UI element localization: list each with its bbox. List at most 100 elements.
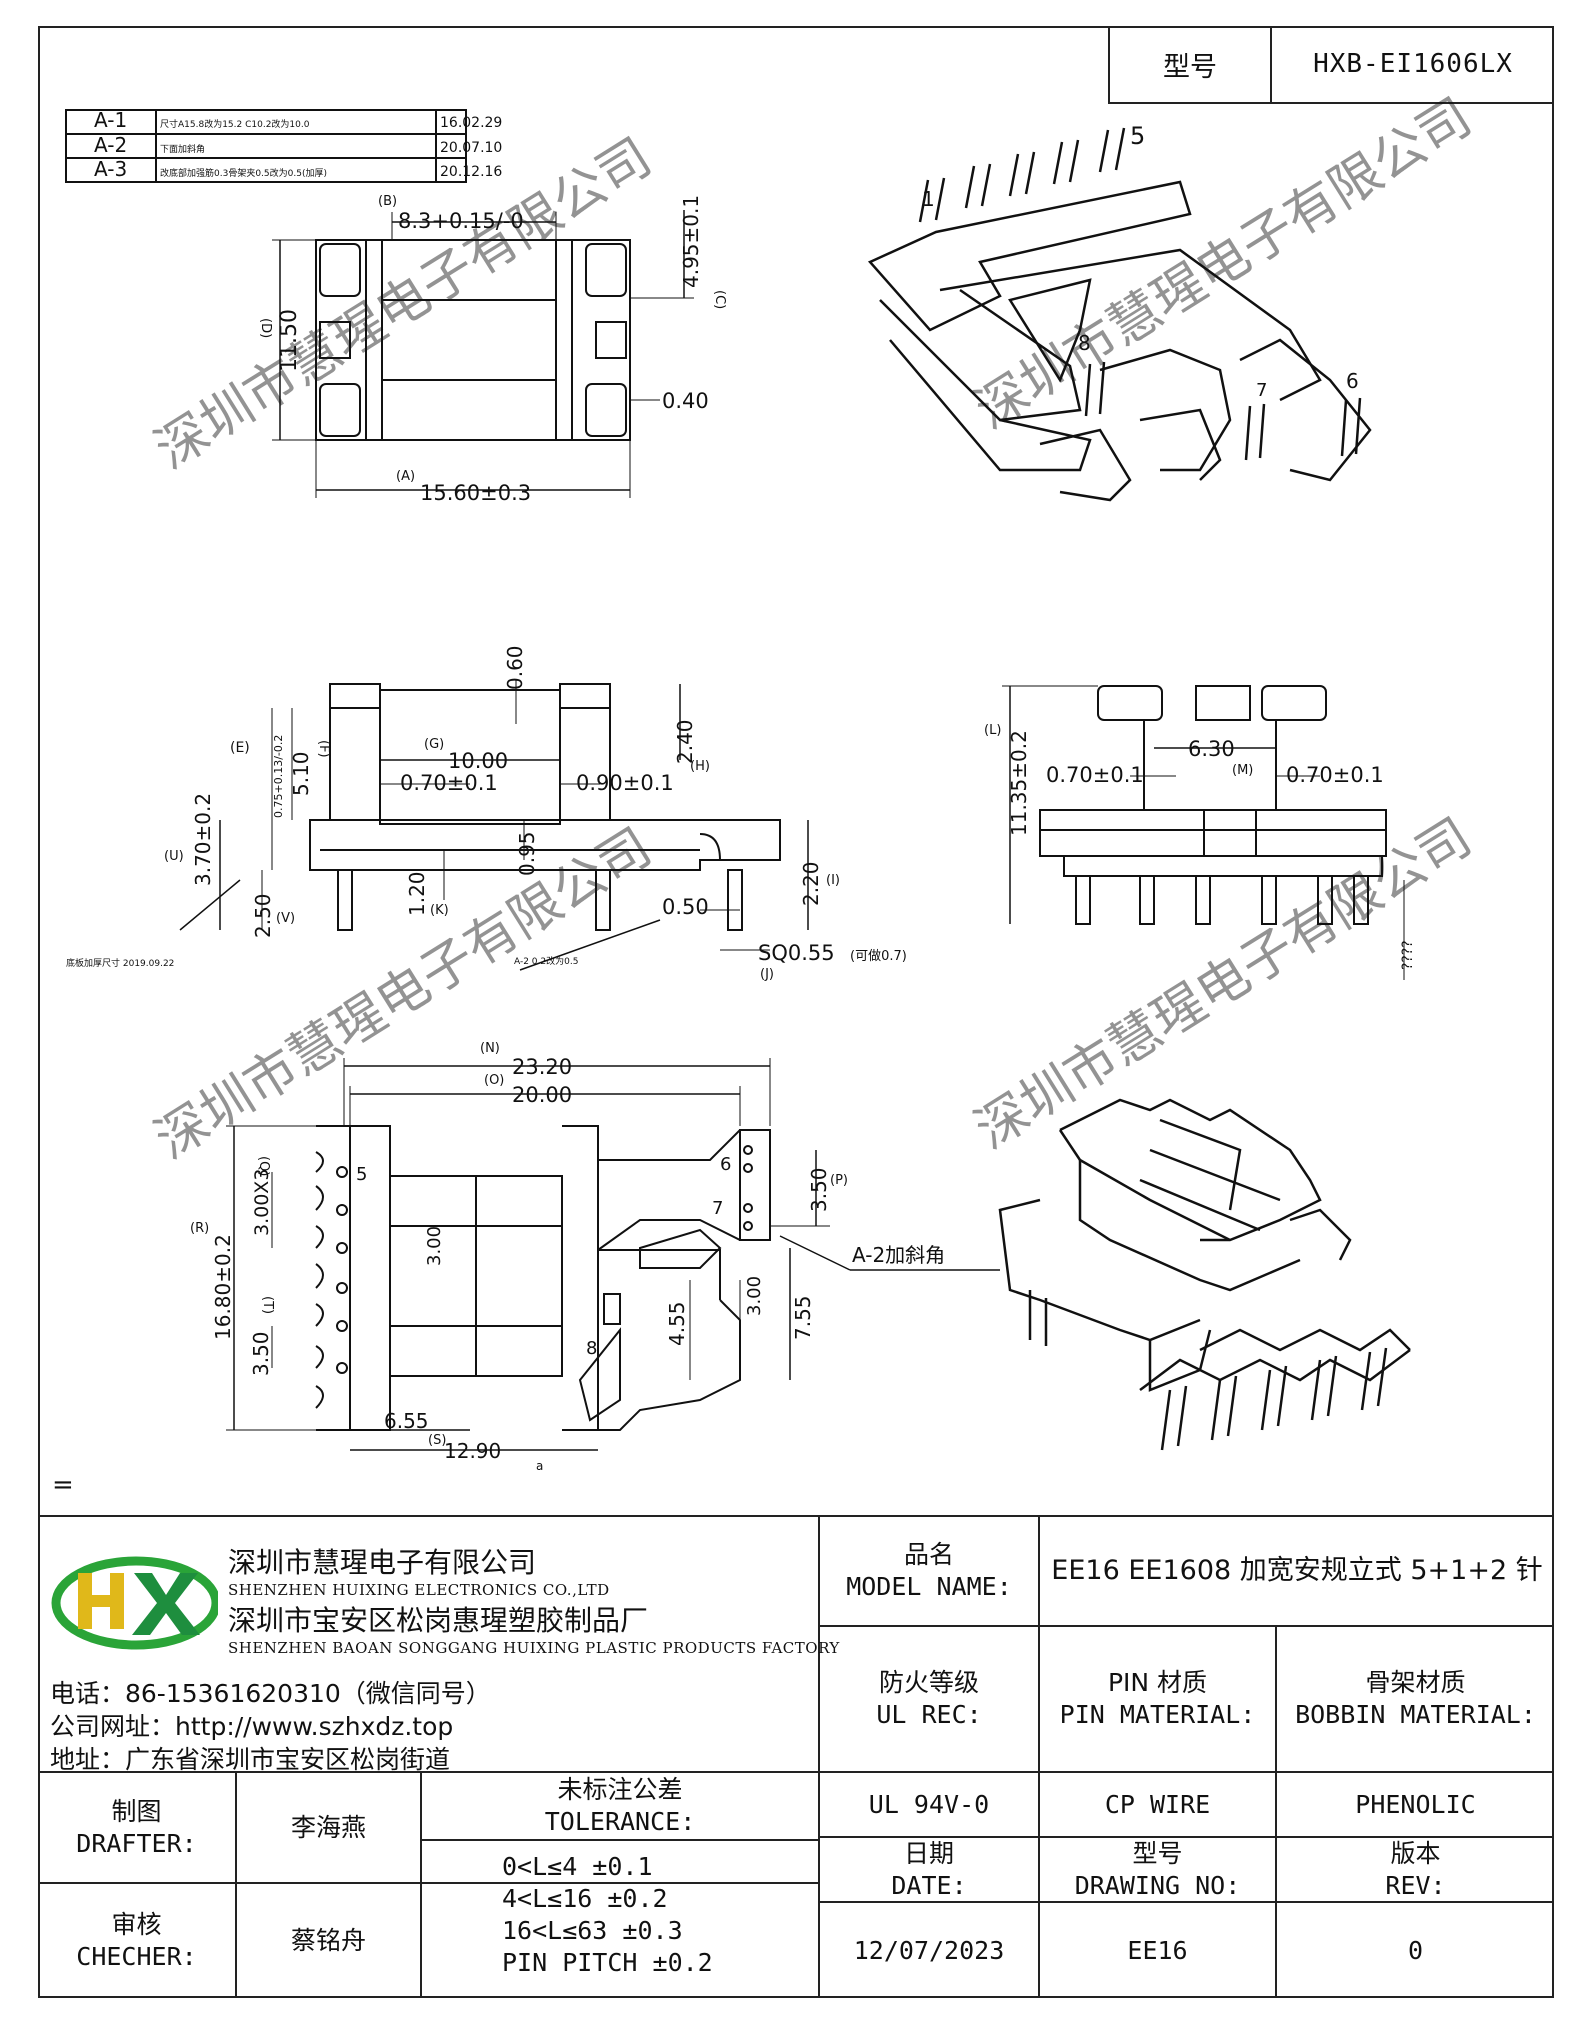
rev-a1-desc: 尺寸A15.8改为15.2 C10.2改为10.0	[160, 118, 310, 130]
checker-en: CHECHER:	[76, 1942, 197, 1971]
eq-mark: =	[52, 1470, 74, 1500]
dim-j-label: (J)	[760, 967, 774, 982]
dim-630: 6.30	[1188, 737, 1235, 761]
bobbin-value: PHENOLIC	[1355, 1789, 1476, 1819]
tolerance-4: PIN PITCH ±0.2	[502, 1948, 713, 1977]
dim-u: 3.70±0.2	[191, 793, 215, 886]
note-left: 底板加厚尺寸 2019.09.22	[66, 957, 174, 969]
dim-q: 3.00X3	[251, 1169, 273, 1236]
watermarks: 深圳市慧瑆电子有限公司 深圳市慧瑆电子有限公司 深圳市慧瑆电子有限公司 深圳市慧…	[145, 87, 1482, 1171]
dim-d: 11.50	[277, 309, 302, 372]
tolerance-label: 未标注公差 TOLERANCE:	[422, 1773, 818, 1839]
dim-s-label: (S)	[428, 1433, 446, 1448]
dim-v: 2.50	[251, 893, 275, 938]
company-en: SHENZHEN HUIXING ELECTRONICS CO.,LTD	[228, 1581, 610, 1599]
rev-a3-date: 20.12.16	[440, 164, 502, 180]
iso-pin-6: 6	[1346, 369, 1359, 393]
model-name-label: 品名 MODEL NAME:	[820, 1517, 1038, 1625]
pin-cn: PIN 材质	[1107, 1668, 1208, 1697]
dim-070a: 0.70±0.1	[1046, 763, 1144, 787]
dim-h-label: (H)	[690, 759, 710, 774]
dim-050: 0.50	[662, 895, 709, 919]
dim-r: 16.80±0.2	[211, 1234, 235, 1340]
model-name-cn: 品名	[903, 1540, 954, 1569]
dim-sq: SQ0.55	[758, 941, 835, 965]
dim-p-label: (P)	[830, 1173, 848, 1188]
website: 公司网址：http://www.szhxdz.top	[50, 1712, 454, 1741]
iso-view-bottom	[998, 1098, 1411, 1451]
dim-b-label: (B)	[378, 194, 397, 209]
model-name-value: EE16 EE1608 加宽安规立式 5+1+2 针	[1051, 1555, 1543, 1586]
rev-a2-date: 20.07.10	[440, 140, 502, 156]
bottom-pin-6: 6	[720, 1154, 731, 1175]
address: 地址：广东省深圳市宝安区松岗街道	[50, 1745, 451, 1774]
model-header: 型号 HXB-EI1606LX	[1108, 26, 1554, 104]
checker-cn: 审核	[111, 1910, 162, 1939]
dim-r040: 0.40	[662, 389, 709, 413]
bottom-pin-8: 8	[586, 1338, 597, 1359]
dim-k-label: (K)	[430, 903, 449, 918]
dim-sq-note: (可做0.7)	[850, 949, 907, 964]
dim-k: 1.20	[405, 871, 429, 916]
drawing-value: EE16	[1127, 1935, 1188, 1965]
bobbin-en: BOBBIN MATERIAL:	[1295, 1700, 1536, 1729]
rev-a1: A-1	[94, 108, 127, 132]
dim-455: 4.55	[665, 1301, 689, 1346]
dim-v-label: (V)	[276, 911, 295, 926]
dim-d-label: (D)	[258, 318, 273, 338]
dim-g-label: (G)	[424, 737, 444, 752]
dim-m-label: (M)	[1232, 763, 1253, 778]
model-label: 型号	[1110, 26, 1272, 102]
rev-a2: A-2	[94, 133, 127, 157]
factory-en: SHENZHEN BAOAN SONGGANG HUIXING PLASTIC …	[228, 1639, 840, 1657]
drafter-en: DRAFTER:	[76, 1828, 197, 1858]
dim-g: 10.00	[448, 749, 508, 773]
dim-q-label: (Q)	[256, 1156, 271, 1176]
title-block: 深圳市慧瑆电子有限公司 SHENZHEN HUIXING ELECTRONICS…	[38, 1515, 1554, 1998]
dim-090: 0.90±0.1	[576, 771, 674, 795]
company-cn: 深圳市慧瑆电子有限公司	[228, 1546, 537, 1579]
tolerance-1: 0<L≤4 ±0.1	[502, 1852, 653, 1881]
tolerance-2: 4<L≤16 ±0.2	[502, 1884, 668, 1913]
dim-b: 8.3+0.15/-0	[398, 209, 524, 233]
pin-value: CP WIRE	[1104, 1789, 1211, 1819]
model-value: HXB-EI1606LX	[1313, 49, 1513, 79]
dim-e-label: (E)	[230, 740, 250, 756]
dim-s: 12.90	[444, 1439, 501, 1463]
dim-655: 6.55	[384, 1409, 429, 1433]
company-logo-icon	[51, 1556, 218, 1650]
dim-a: 15.60±0.3	[420, 481, 531, 505]
rev-en: REV:	[1385, 1870, 1446, 1900]
dim-l: 11.35±0.2	[1007, 730, 1031, 836]
date-en: DATE:	[891, 1870, 967, 1900]
date-label: 日期 DATE:	[820, 1838, 1038, 1901]
dim-p: 3.50	[807, 1167, 831, 1212]
phone: 电话：86-15361620310（微信同号）	[50, 1679, 491, 1708]
drawing-sheet	[38, 26, 1554, 1998]
rev-value: 0	[1407, 1935, 1424, 1965]
watermark-1: 深圳市慧瑆电子有限公司	[145, 127, 662, 481]
ul-cn: 防火等级	[878, 1668, 979, 1697]
dim-755: 7.55	[791, 1295, 815, 1340]
dim-i: 2.20	[799, 861, 823, 906]
dim-300b: 3.00	[744, 1276, 765, 1316]
drawing-cn: 型号	[1132, 1838, 1183, 1868]
dim-070: 0.70±0.1	[400, 771, 498, 795]
dim-t-label: (T)	[260, 1296, 275, 1314]
dim-c-label: (C)	[712, 290, 727, 309]
iso-pin-5: 5	[1130, 122, 1145, 150]
ul-en: UL REC:	[876, 1700, 982, 1729]
dim-n: 23.20	[512, 1055, 572, 1079]
bottom-mark: a	[536, 1459, 543, 1473]
tolerance-3: 16<L≤63 ±0.3	[502, 1916, 683, 1945]
dim-h: 2.40	[673, 719, 697, 764]
checker-name: 蔡铭舟	[290, 1926, 366, 1955]
rev-label: 版本 REV:	[1277, 1838, 1554, 1901]
top-view: (B) 8.3+0.15/-0 4.95±0.1 (C) 11.50 (D) 1…	[258, 194, 727, 505]
rev-a3-desc: 改底部加强筋0.3骨架夹0.5改为0.5(加厚)	[160, 167, 327, 179]
date-cn: 日期	[903, 1838, 954, 1868]
iso-view-top: 1 5 6 7 8	[867, 122, 1372, 502]
ul-value: UL 94V-0	[868, 1789, 990, 1819]
rev-a1-date: 16.02.29	[440, 115, 502, 131]
dim-060: 0.60	[503, 645, 527, 690]
